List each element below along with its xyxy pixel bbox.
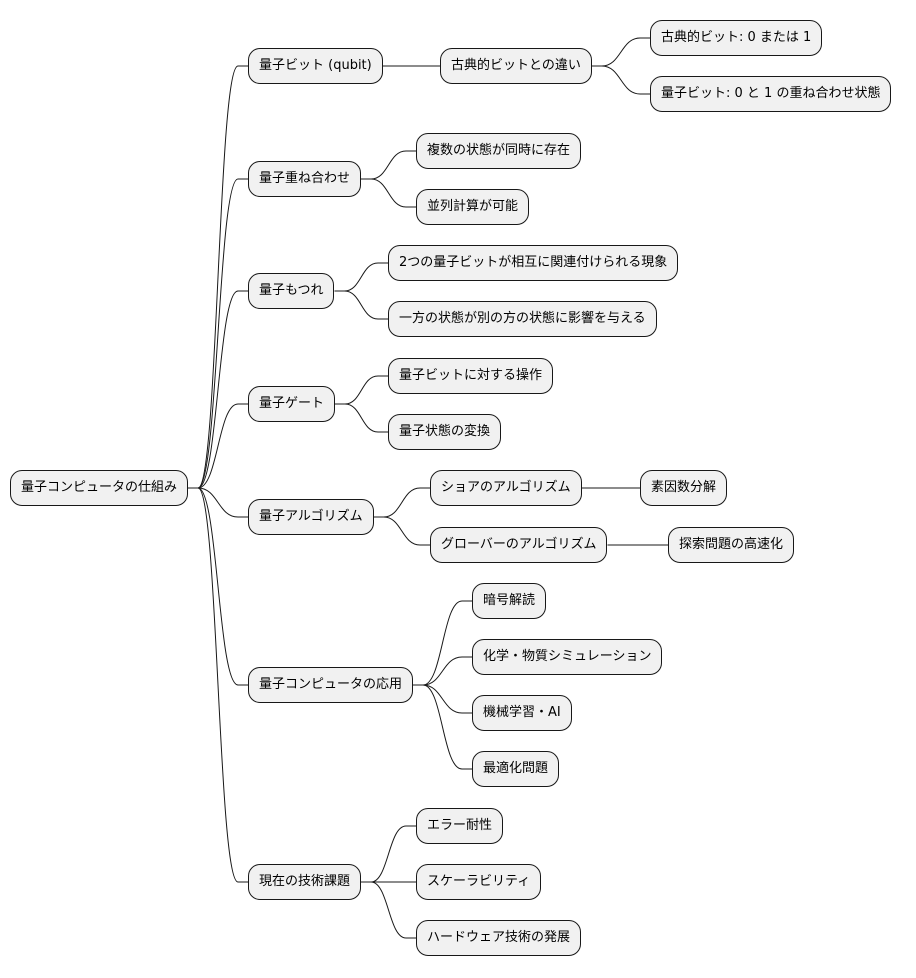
node-grover: グローバーのアルゴリズム xyxy=(430,527,608,563)
node-challenge-item: ハードウェア技術の発展 xyxy=(416,920,582,956)
root-node: 量子コンピュータの仕組み xyxy=(10,470,189,506)
node-applications: 量子コンピュータの応用 xyxy=(248,667,414,703)
node-search-speedup: 探索問題の高速化 xyxy=(668,527,795,563)
node-superposition: 量子重ね合わせ xyxy=(248,161,362,197)
connector-line xyxy=(188,290,248,489)
node-gate-item: 量子状態の変換 xyxy=(388,414,502,450)
node-entanglement-item: 一方の状態が別の方の状態に影響を与える xyxy=(388,301,657,337)
connector-line xyxy=(361,150,416,180)
connector-line xyxy=(361,178,416,208)
connector-line xyxy=(373,516,430,546)
connector-line xyxy=(413,684,472,714)
connector-line xyxy=(413,684,472,770)
connector-line xyxy=(188,487,248,686)
node-gate: 量子ゲート xyxy=(248,386,336,422)
node-application-item: 機械学習・AI xyxy=(472,695,572,731)
connector-line xyxy=(591,37,650,67)
connector-line xyxy=(361,881,416,939)
node-application-item: 暗号解読 xyxy=(472,583,547,619)
node-quantum-bit: 量子ビット: 0 と 1 の重ね合わせ状態 xyxy=(650,76,892,112)
node-superposition-item: 複数の状態が同時に存在 xyxy=(416,133,582,169)
connector-line xyxy=(335,403,388,433)
connector-line xyxy=(334,262,388,292)
connector-line xyxy=(591,65,650,95)
node-application-item: 最適化問題 xyxy=(472,751,560,787)
node-superposition-item: 並列計算が可能 xyxy=(416,189,530,225)
connector-line xyxy=(334,290,388,320)
connector-line xyxy=(188,65,248,489)
connector-line xyxy=(373,487,430,518)
node-gate-item: 量子ビットに対する操作 xyxy=(388,358,554,394)
connector-line xyxy=(335,375,388,405)
connector-line xyxy=(413,656,472,686)
node-classical-bit: 古典的ビット: 0 または 1 xyxy=(650,20,823,56)
node-classical-difference: 古典的ビットとの違い xyxy=(440,48,592,84)
node-application-item: 化学・物質シミュレーション xyxy=(472,639,663,675)
connector-line xyxy=(188,403,248,489)
node-algorithm: 量子アルゴリズム xyxy=(248,499,374,535)
node-shor: ショアのアルゴリズム xyxy=(430,470,582,506)
connector-line xyxy=(361,825,416,883)
connector-line xyxy=(188,178,248,489)
connector-line xyxy=(188,487,248,883)
node-challenge-item: エラー耐性 xyxy=(416,808,504,844)
connector-line xyxy=(413,600,472,686)
connector-line xyxy=(188,487,248,518)
node-challenge-item: スケーラビリティ xyxy=(416,864,542,900)
node-challenges: 現在の技術課題 xyxy=(248,864,362,900)
node-factorization: 素因数分解 xyxy=(640,470,728,506)
node-entanglement-item: 2つの量子ビットが相互に関連付けられる現象 xyxy=(388,245,679,281)
node-entanglement: 量子もつれ xyxy=(248,273,335,309)
node-qubit: 量子ビット (qubit) xyxy=(248,48,383,84)
